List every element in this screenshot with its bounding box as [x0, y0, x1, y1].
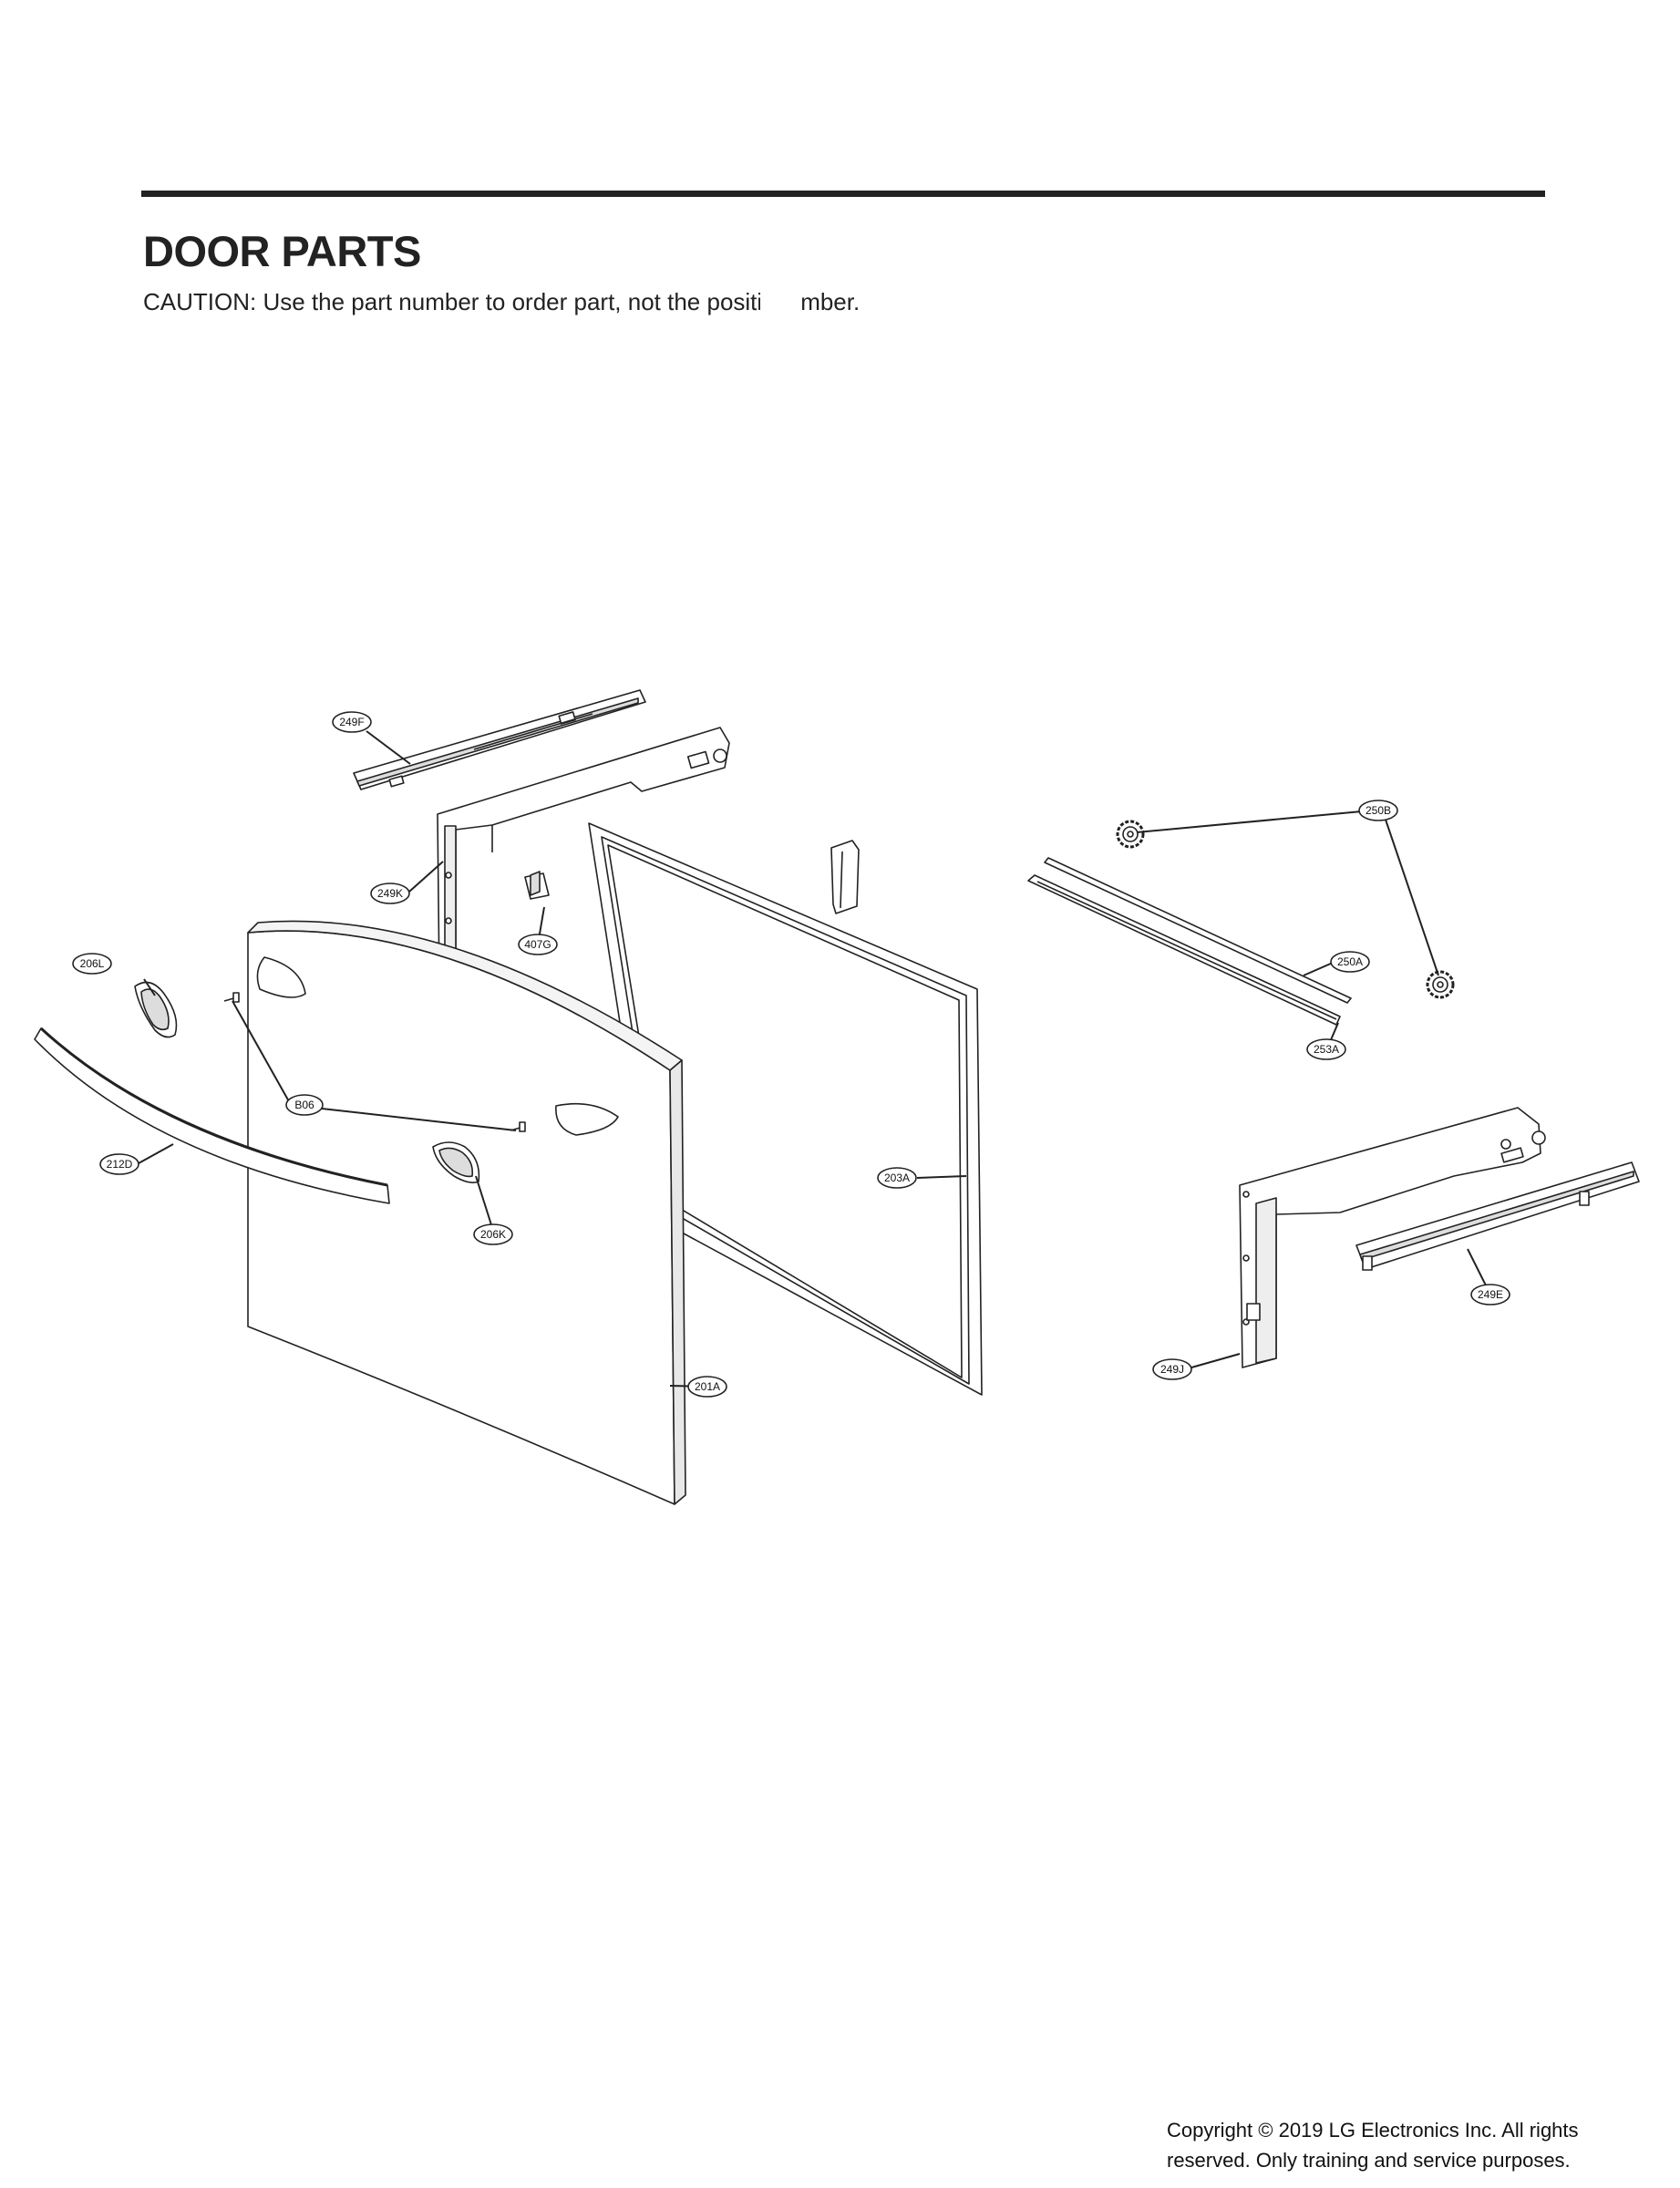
- svg-text:206L: 206L: [80, 957, 105, 970]
- svg-text:249J: 249J: [1160, 1363, 1184, 1376]
- svg-text:249E: 249E: [1478, 1288, 1503, 1301]
- clip-part-407g: [524, 871, 550, 900]
- callout-249f: 249F: [332, 711, 372, 733]
- svg-text:206K: 206K: [480, 1228, 506, 1241]
- callout-407g: 407G: [518, 934, 558, 955]
- svg-text:201A: 201A: [695, 1380, 720, 1393]
- callout-206l: 206L: [72, 953, 112, 975]
- svg-text:B06: B06: [294, 1099, 314, 1111]
- callout-212d: 212D: [99, 1153, 139, 1175]
- caution-text-part2: mber.: [800, 288, 861, 315]
- header-rule: [141, 191, 1545, 197]
- svg-text:249K: 249K: [377, 887, 403, 900]
- callout-203a: 203A: [877, 1167, 917, 1189]
- callout-253a: 253A: [1306, 1038, 1346, 1060]
- svg-text:253A: 253A: [1314, 1043, 1339, 1056]
- caution-text-part1: CAUTION: Use the part number to order pa…: [143, 288, 763, 315]
- copyright-line-1: Copyright © 2019 LG Electronics Inc. All…: [1167, 2119, 1579, 2142]
- callout-249e: 249E: [1470, 1284, 1510, 1306]
- shaft-part-250a: [1044, 857, 1352, 1004]
- callout-249j: 249J: [1152, 1358, 1192, 1380]
- handle-cap-part-206l: [134, 981, 178, 1038]
- cover-piece-part: [830, 840, 860, 914]
- door-panel-part: [247, 920, 686, 1505]
- caution-text: CAUTION: Use the part number to order pa…: [143, 288, 861, 318]
- copyright-line-2: reserved. Only training and service purp…: [1167, 2149, 1571, 2172]
- svg-text:250B: 250B: [1366, 804, 1391, 817]
- copyright-notice: Copyright © 2019 LG Electronics Inc. All…: [1167, 2115, 1641, 2175]
- callout-250a: 250A: [1330, 951, 1370, 973]
- lower-right-rail-part: [1355, 1161, 1640, 1271]
- gear-part-lower: [1426, 970, 1455, 999]
- svg-text:250A: 250A: [1337, 955, 1363, 968]
- caution-gap: [760, 290, 803, 318]
- door-handle-part: [34, 1027, 390, 1204]
- callout-250b: 250B: [1358, 800, 1398, 821]
- callout-206k: 206K: [473, 1223, 513, 1245]
- right-drawer-bracket-part: [1239, 1107, 1546, 1368]
- svg-text:212D: 212D: [107, 1158, 133, 1171]
- callout-201a: 201A: [687, 1376, 727, 1398]
- svg-text:249F: 249F: [339, 716, 364, 728]
- shaft-rack-part-253a: [1027, 874, 1341, 1026]
- door-gasket-part: [588, 822, 983, 1396]
- callout-249k: 249K: [370, 882, 410, 904]
- upper-left-rail-part: [353, 689, 646, 790]
- svg-text:407G: 407G: [524, 938, 551, 951]
- gear-part-upper: [1116, 820, 1145, 849]
- page-title: DOOR PARTS: [143, 227, 421, 275]
- handle-cap-part-206k: [432, 1141, 480, 1183]
- svg-text:203A: 203A: [884, 1171, 910, 1184]
- callout-b06: B06: [285, 1094, 324, 1116]
